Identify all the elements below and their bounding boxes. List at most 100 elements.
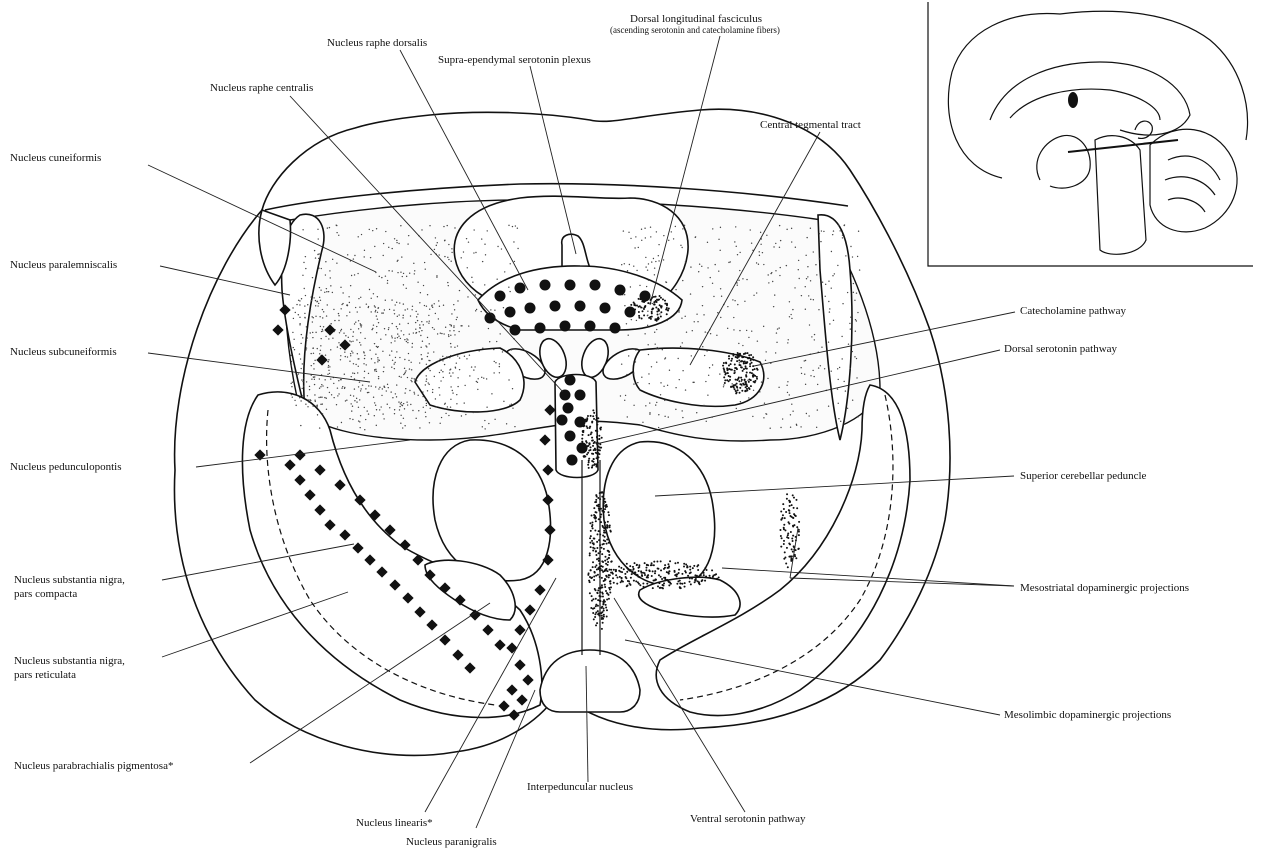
stipple-dot [314, 394, 315, 395]
stipple-dot [375, 405, 376, 406]
pathway-stipple-dot [616, 583, 618, 585]
stipple-dot [624, 305, 625, 306]
pathway-stipple-dot [739, 354, 741, 356]
serotonin-cell-marker [575, 417, 586, 428]
stipple-dot [825, 284, 826, 285]
pathway-stipple-dot [697, 569, 699, 571]
pathway-stipple-dot [704, 567, 706, 569]
pathway-stipple-dot [787, 521, 789, 523]
stipple-dot [471, 366, 472, 367]
stipple-dot [324, 292, 325, 293]
stipple-dot [320, 386, 321, 387]
stipple-dot [411, 378, 412, 379]
stipple-dot [411, 309, 412, 310]
stipple-dot [416, 316, 417, 317]
stipple-dot [833, 230, 834, 231]
stipple-dot [425, 381, 426, 382]
pathway-stipple-dot [603, 527, 605, 529]
stipple-dot [753, 390, 754, 391]
stipple-dot [429, 422, 430, 423]
pathway-stipple-dot [595, 520, 597, 522]
pathway-stipple-dot [588, 443, 590, 445]
pathway-stipple-dot [590, 546, 592, 548]
stipple-dot [359, 421, 360, 422]
stipple-dot [742, 278, 743, 279]
stipple-dot [438, 361, 439, 362]
stipple-dot [400, 338, 401, 339]
stipple-dot [406, 341, 407, 342]
stipple-dot [349, 361, 350, 362]
stipple-dot [660, 394, 661, 395]
stipple-dot [358, 386, 359, 387]
stipple-dot [310, 353, 311, 354]
pathway-stipple-dot [590, 415, 592, 417]
stipple-dot [320, 289, 321, 290]
stipple-dot [791, 228, 792, 229]
pathway-stipple-dot [608, 576, 610, 578]
stipple-dot [696, 412, 697, 413]
stipple-dot [780, 427, 781, 428]
stipple-dot [463, 251, 464, 252]
pathway-stipple-dot [638, 317, 640, 319]
serotonin-cell-marker [565, 431, 576, 442]
stipple-dot [398, 314, 399, 315]
pathway-stipple-dot [658, 298, 660, 300]
stipple-dot [448, 415, 449, 416]
stipple-dot [333, 397, 334, 398]
stipple-dot [432, 327, 433, 328]
stipple-dot [503, 307, 504, 308]
pathway-stipple-dot [634, 572, 636, 574]
stipple-dot [658, 244, 659, 245]
stipple-dot [467, 296, 468, 297]
stipple-dot [720, 288, 721, 289]
stipple-dot [495, 362, 496, 363]
stipple-dot [747, 380, 748, 381]
label-nigra-compacta-line2: pars compacta [14, 588, 77, 600]
stipple-dot [439, 423, 440, 424]
pathway-stipple-dot [589, 426, 591, 428]
stipple-dot [401, 256, 402, 257]
stipple-dot [509, 291, 510, 292]
stipple-dot [388, 387, 389, 388]
stipple-dot [665, 281, 666, 282]
serotonin-cell-marker [550, 301, 561, 312]
pathway-stipple-dot [786, 536, 788, 538]
stipple-dot [393, 363, 394, 364]
pathway-stipple-dot [726, 367, 728, 369]
pathway-stipple-dot [660, 297, 662, 299]
stipple-dot [399, 323, 400, 324]
stipple-dot [776, 342, 777, 343]
stipple-dot [450, 355, 451, 356]
stipple-dot [309, 389, 310, 390]
stipple-dot [450, 406, 451, 407]
pathway-stipple-dot [589, 576, 591, 578]
stipple-dot [484, 284, 485, 285]
stipple-dot [349, 312, 350, 313]
pathway-stipple-dot [667, 563, 669, 565]
pathway-stipple-dot [742, 370, 744, 372]
stipple-dot [345, 356, 346, 357]
pathway-stipple-dot [787, 534, 789, 536]
stipple-dot [429, 343, 430, 344]
pathway-stipple-dot [741, 356, 743, 358]
pathway-stipple-dot [625, 576, 627, 578]
stipple-dot [679, 379, 680, 380]
stipple-dot [626, 323, 627, 324]
stipple-dot [775, 243, 776, 244]
stipple-dot [684, 225, 685, 226]
stipple-dot [441, 417, 442, 418]
pathway-stipple-dot [752, 359, 754, 361]
stipple-dot [336, 225, 337, 226]
stipple-dot [808, 415, 809, 416]
stipple-dot [744, 301, 745, 302]
stipple-dot [733, 317, 734, 318]
stipple-dot [377, 359, 378, 360]
pathway-stipple-dot [587, 415, 589, 417]
pathway-stipple-dot [586, 417, 588, 419]
pathway-stipple-dot [791, 516, 793, 518]
stipple-dot [382, 413, 383, 414]
stipple-dot [739, 362, 740, 363]
pathway-stipple-dot [608, 594, 610, 596]
stipple-dot [434, 376, 435, 377]
pathway-stipple-dot [743, 362, 745, 364]
